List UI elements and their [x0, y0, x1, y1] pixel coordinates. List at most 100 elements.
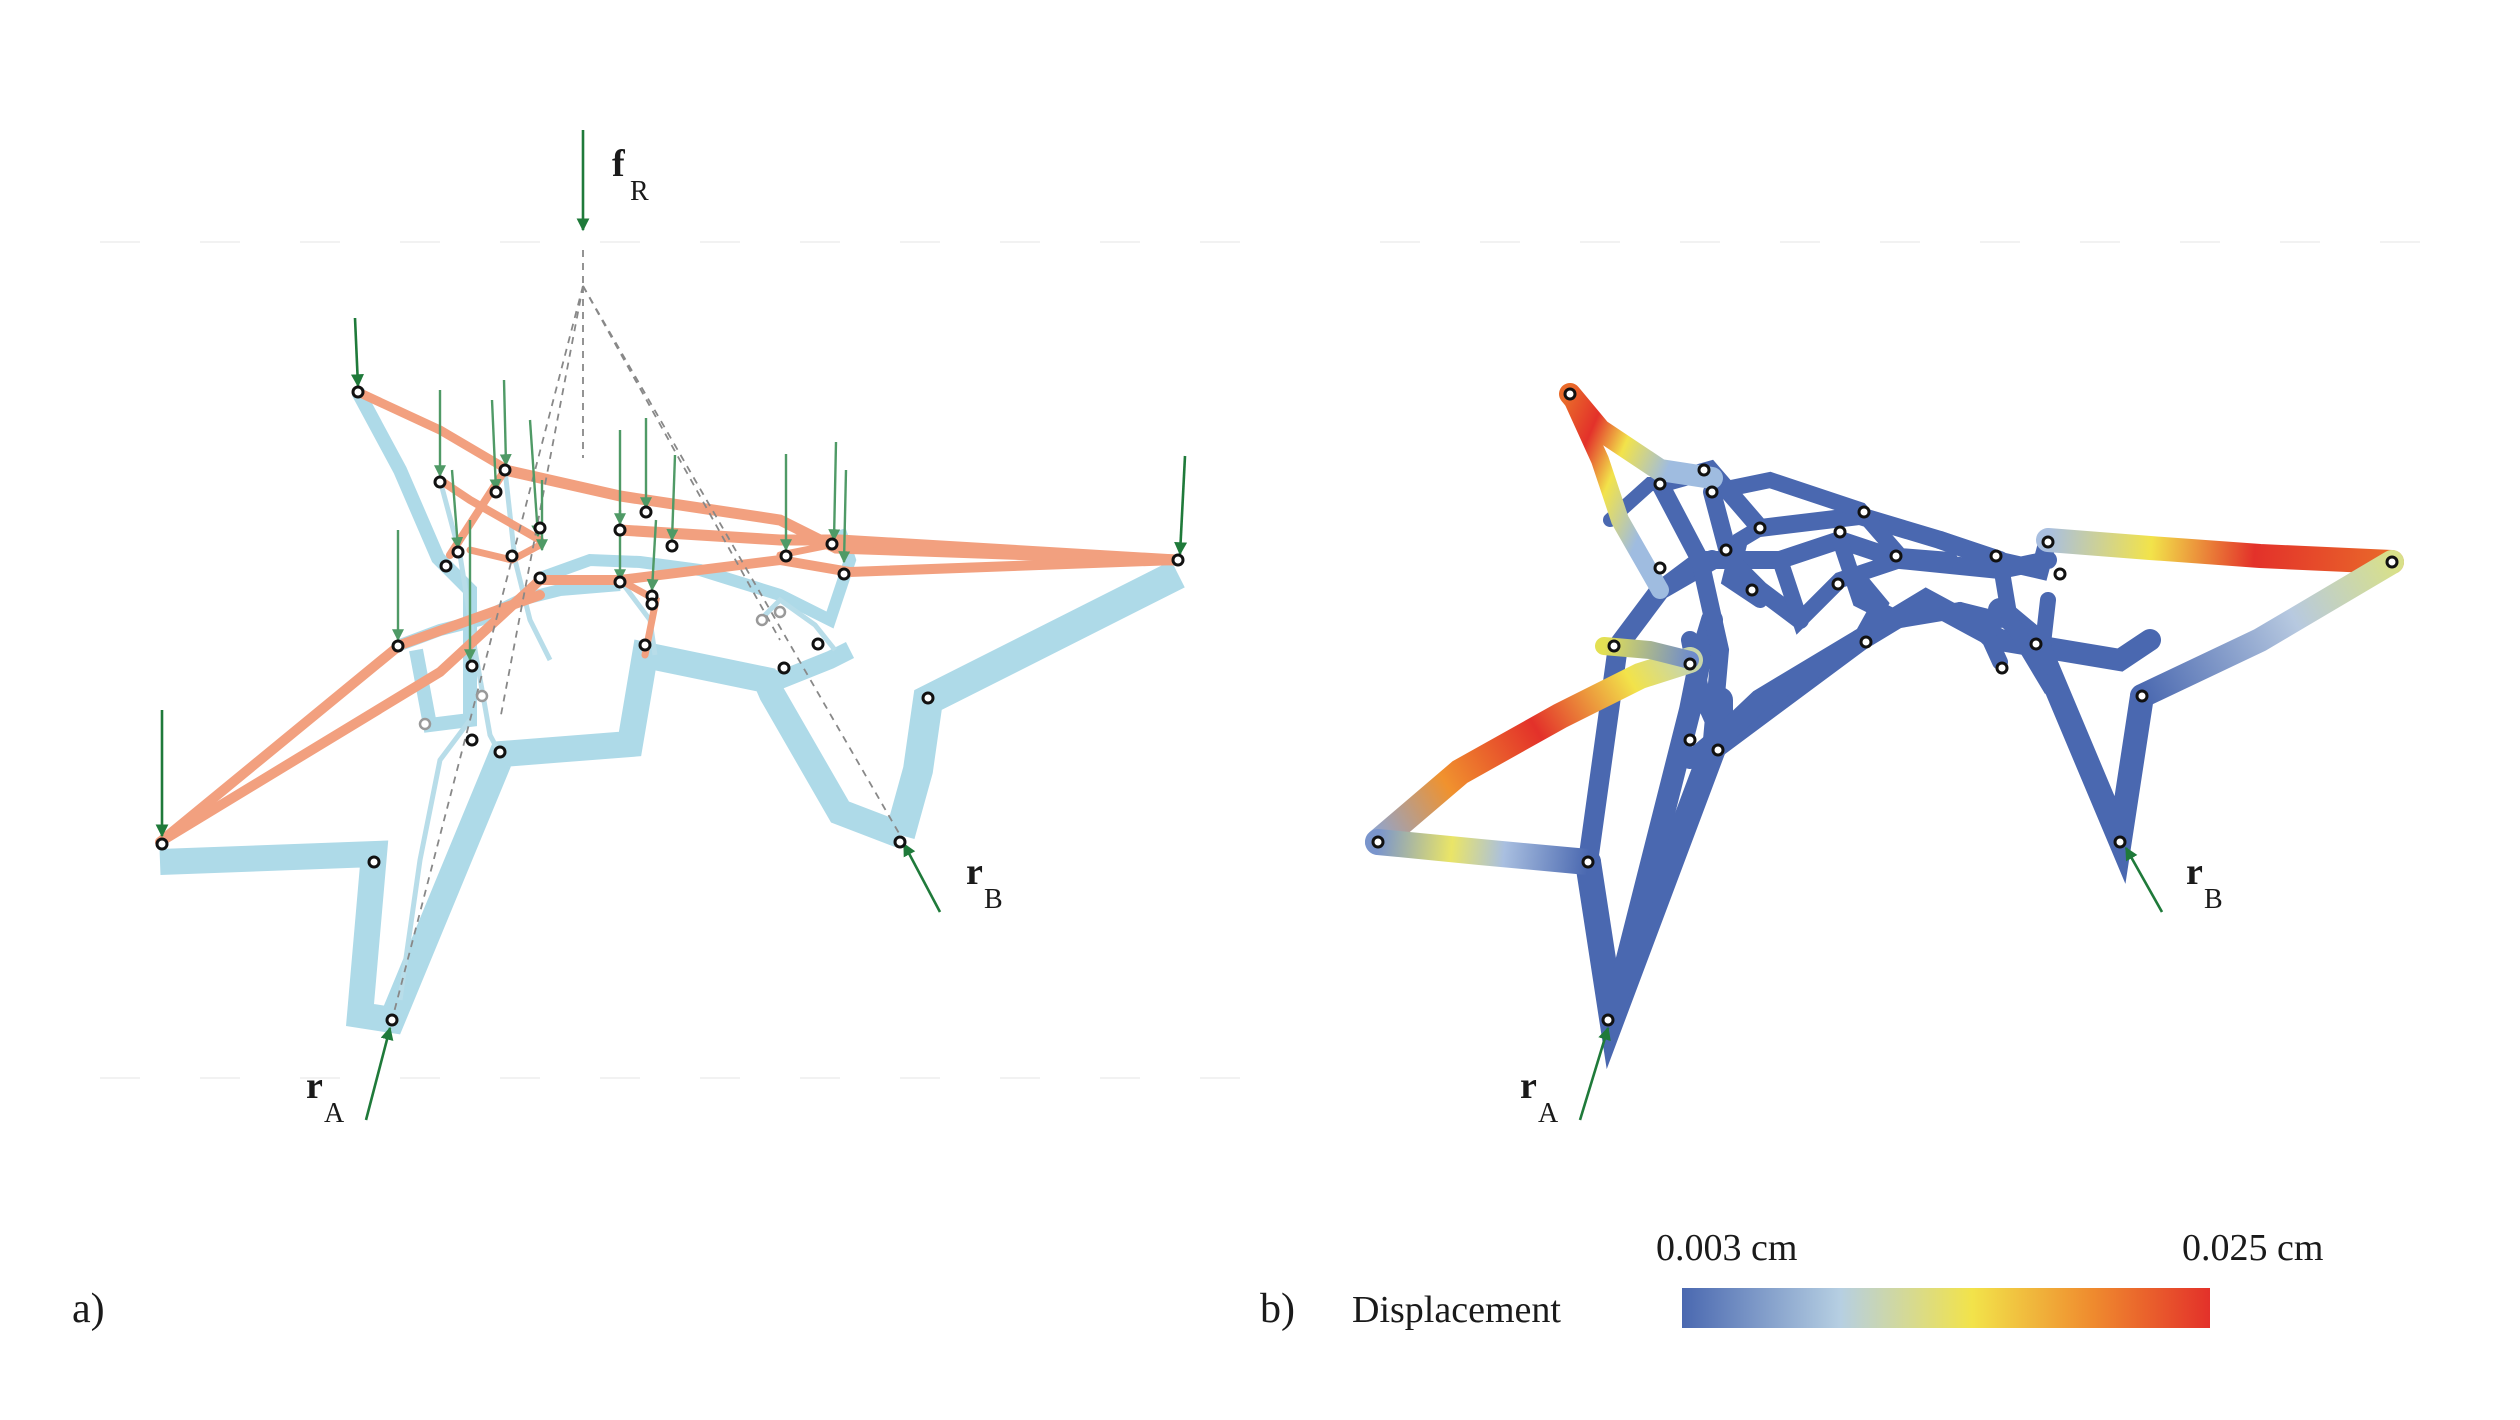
node: [498, 463, 512, 477]
disp-edge-left-diagonal: [1365, 647, 1703, 855]
node: [1683, 657, 1697, 671]
node: [465, 659, 479, 673]
reaction-arrow-b: [902, 842, 942, 913]
force-edge-top: [499, 464, 1182, 566]
disp-edge-inner-3: [1720, 520, 1768, 608]
disp-edge-inner-1: [1772, 552, 1908, 635]
node: [1653, 477, 1667, 491]
force-edge-long: [155, 554, 1181, 847]
node: [433, 475, 447, 489]
form-edge-mid-right: [643, 641, 855, 690]
node: [1607, 639, 1621, 653]
node: [1995, 661, 2009, 675]
dash-inner-2: [582, 285, 781, 641]
reaction-a-label-sub: A: [324, 1098, 345, 1129]
node: [613, 523, 627, 537]
node: [2053, 567, 2067, 581]
disp-edge-right-top: [2036, 528, 2404, 574]
form-edge-main: [159, 639, 905, 1035]
node: [1171, 553, 1185, 567]
node: [1889, 549, 1903, 563]
reaction-arrow-a: [364, 1026, 394, 1121]
node: [2041, 535, 2055, 549]
node: [837, 567, 851, 581]
legend-min-label: 0.003 cm: [1656, 1227, 1797, 1269]
form-edge-thin-3: [397, 718, 472, 1001]
load-arrow-3: [1174, 455, 1188, 556]
node: [1989, 549, 2003, 563]
reaction-b-label-sub: B: [984, 884, 1003, 915]
node: [489, 485, 503, 499]
node: [1705, 485, 1719, 499]
node: [2385, 555, 2399, 569]
resultant-dashed-lines: [391, 250, 901, 1021]
disp-edge-left-4: [1651, 475, 1730, 749]
reaction-b-label-main-b: r: [2186, 851, 2203, 893]
reaction-a-label-sub-b: A: [1538, 1098, 1559, 1129]
node-support-a-b: [1601, 1013, 1615, 1027]
dash-to-rb: [582, 285, 901, 836]
force-label-main: f: [612, 143, 626, 185]
node: [811, 637, 825, 651]
node: [777, 661, 791, 675]
form-edge-thin-2: [502, 469, 553, 662]
node: [155, 837, 169, 851]
node: [1683, 733, 1697, 747]
displacement-nodes: [1371, 387, 2399, 1027]
reaction-a-label-main-b: r: [1520, 1065, 1537, 1107]
disp-edge-inner-4: [1931, 531, 2057, 581]
node: [418, 717, 432, 731]
disp-edge-right-bottom: [2130, 550, 2404, 708]
force-edge-6: [466, 541, 544, 564]
node-support-b-b: [2113, 835, 2127, 849]
node: [1371, 835, 1385, 849]
form-nodes: [155, 385, 1185, 1027]
node: [351, 385, 365, 399]
reaction-b-label-main: r: [966, 851, 983, 893]
reaction-arrow-b-b: [2124, 846, 2164, 913]
node: [391, 639, 405, 653]
reaction-a-label-main: r: [306, 1065, 323, 1107]
node-support-a: [385, 1013, 399, 1027]
node-support-b: [893, 835, 907, 849]
node: [439, 559, 453, 573]
legend-color-bar: [1682, 1288, 2210, 1328]
panel-a-diagram: f R r A r B a): [72, 130, 1250, 1332]
form-edge-right-arm: [885, 560, 1185, 840]
displacement-legend: Displacement 0.003 cm 0.025 cm: [1352, 1227, 2323, 1331]
load-arrow-15: [646, 519, 659, 592]
node: [1753, 521, 1767, 535]
legend-title: Displacement: [1352, 1289, 1561, 1331]
node: [921, 691, 935, 705]
node: [1581, 855, 1595, 869]
panel-b-caption: b): [1260, 1286, 1295, 1332]
form-diagram-members: [159, 388, 1185, 1035]
disp-edge-left-5: [1703, 483, 1809, 629]
node: [773, 605, 787, 619]
node: [533, 571, 547, 585]
node: [613, 575, 627, 589]
disp-edge-inner-6: [1852, 572, 1890, 648]
load-arrow-6: [499, 379, 512, 467]
node: [1745, 583, 1759, 597]
node: [1831, 577, 1845, 591]
panel-a-caption: a): [72, 1286, 105, 1332]
node: [2135, 689, 2149, 703]
load-arrow-7: [528, 419, 544, 538]
disp-edge-inner-7: [1952, 602, 2008, 670]
node: [825, 537, 839, 551]
force-edge-top-2: [614, 524, 1182, 566]
load-arrow-18: [838, 469, 851, 564]
node: [1719, 543, 1733, 557]
panel-b-diagram: r A r B b) Displacement 0.003 cm 0.025 c…: [1260, 241, 2420, 1332]
displacement-members-blue: [1575, 459, 2161, 1070]
dash-to-ra: [391, 285, 584, 1021]
reaction-b-label-sub-b: B: [2204, 884, 2223, 915]
force-edge-2: [436, 476, 544, 544]
node: [475, 689, 489, 703]
node: [505, 549, 519, 563]
legend-max-label: 0.025 cm: [2182, 1227, 2323, 1269]
disp-edge-left-bottom-grad: [1365, 829, 1601, 875]
disp-edge-top-left-2: [1561, 385, 1669, 599]
